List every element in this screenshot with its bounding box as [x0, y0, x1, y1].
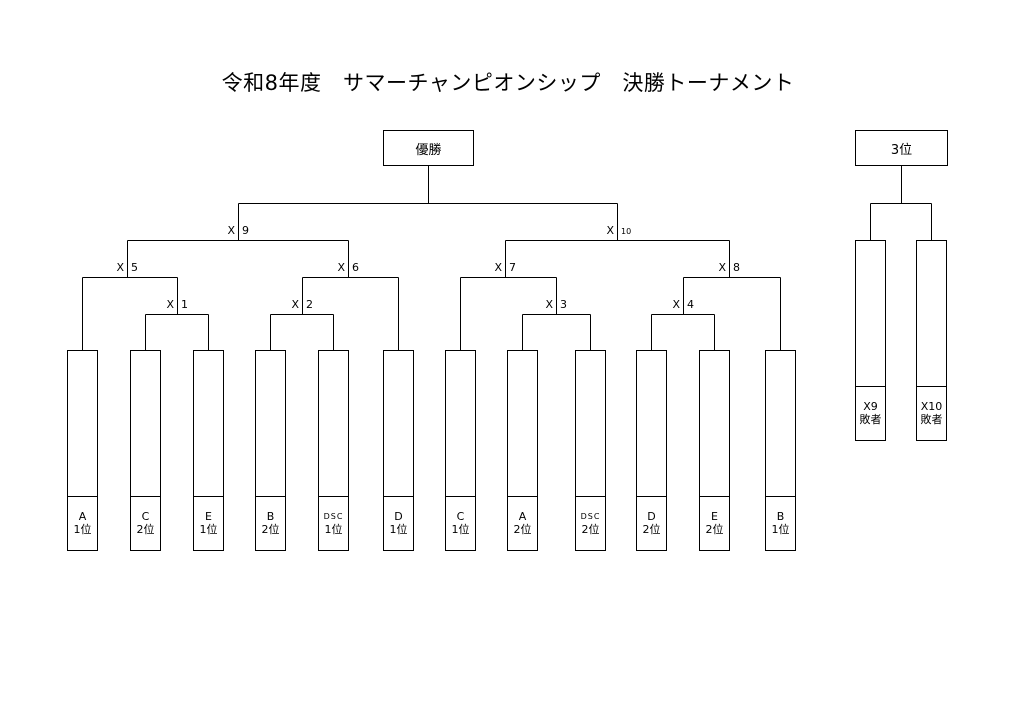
match-label-number: 7: [509, 261, 516, 274]
slot-team: B: [266, 510, 275, 523]
slot-rank: 2位: [136, 523, 155, 536]
third-place-slot: X10 敗者: [916, 240, 947, 441]
slot-team: E: [205, 510, 212, 523]
match-label-prefix: X: [672, 298, 680, 311]
slot-label: X10 敗者: [917, 386, 946, 440]
slot-team: E: [711, 510, 718, 523]
match-label-prefix: X: [116, 261, 124, 274]
slot-rank: 1位: [324, 523, 343, 536]
slot-label: X9 敗者: [856, 386, 885, 440]
slot-label: E 1位: [194, 496, 223, 550]
match-label-prefix: X: [606, 224, 614, 237]
slot-team: B: [776, 510, 785, 523]
match-label-number: 3: [560, 298, 567, 311]
match-label-number: 8: [733, 261, 740, 274]
slot-rank: 2位: [581, 523, 600, 536]
slot-team: C: [141, 510, 150, 523]
slot-label: B 1位: [766, 496, 795, 550]
match-label-prefix: X: [227, 224, 235, 237]
slot-label: C 2位: [131, 496, 160, 550]
slot-rank: 2位: [513, 523, 532, 536]
match-label-prefix: X: [337, 261, 345, 274]
slot-label: A 1位: [68, 496, 97, 550]
team-slot: D 2位: [636, 350, 667, 551]
third-place-box: 3位: [855, 130, 948, 166]
slot-match: X10: [920, 400, 943, 413]
slot-label: C 1位: [446, 496, 475, 550]
slot-rank: 1位: [451, 523, 470, 536]
match-label-number: 2: [306, 298, 313, 311]
match-label-number: 9: [242, 224, 249, 237]
slot-label: DSC 2位: [576, 496, 605, 550]
team-slot: DSC 1位: [318, 350, 349, 551]
slot-rank: 2位: [705, 523, 724, 536]
team-slot: A 2位: [507, 350, 538, 551]
slot-label: A 2位: [508, 496, 537, 550]
slot-label: D 2位: [637, 496, 666, 550]
champion-label: 優勝: [415, 142, 442, 158]
slot-match: X9: [863, 400, 878, 413]
match-label-prefix: X: [291, 298, 299, 311]
slot-team: DSC: [580, 512, 601, 521]
team-slot: E 1位: [193, 350, 224, 551]
slot-label: D 1位: [384, 496, 413, 550]
slot-team: C: [456, 510, 465, 523]
team-slot: A 1位: [67, 350, 98, 551]
team-slot: B 1位: [765, 350, 796, 551]
slot-rank: 2位: [261, 523, 280, 536]
match-label-number: 4: [687, 298, 694, 311]
slot-label: E 2位: [700, 496, 729, 550]
slot-result: 敗者: [859, 413, 882, 426]
team-slot: B 2位: [255, 350, 286, 551]
slot-rank: 1位: [771, 523, 790, 536]
page-title: 令和8年度 サマーチャンピオンシップ 決勝トーナメント: [221, 71, 795, 95]
match-label-prefix: X: [494, 261, 502, 274]
third-place-label: 3位: [890, 142, 913, 158]
team-slot: D 1位: [383, 350, 414, 551]
slot-rank: 1位: [199, 523, 218, 536]
slot-rank: 1位: [389, 523, 408, 536]
slot-team: A: [78, 510, 87, 523]
match-label-number: 10: [621, 227, 631, 236]
slot-label: B 2位: [256, 496, 285, 550]
slot-team: D: [647, 510, 656, 523]
slot-result: 敗者: [920, 413, 943, 426]
team-slot: DSC 2位: [575, 350, 606, 551]
team-slot: C 2位: [130, 350, 161, 551]
match-label-prefix: X: [545, 298, 553, 311]
match-label-number: 6: [352, 261, 359, 274]
team-slot: C 1位: [445, 350, 476, 551]
slot-rank: 2位: [642, 523, 661, 536]
match-label-number: 1: [181, 298, 188, 311]
match-label-prefix: X: [166, 298, 174, 311]
match-label-prefix: X: [718, 261, 726, 274]
slot-team: DSC: [323, 512, 344, 521]
third-place-slot: X9 敗者: [855, 240, 886, 441]
slot-team: A: [518, 510, 527, 523]
match-label-number: 5: [131, 261, 138, 274]
slot-rank: 1位: [73, 523, 92, 536]
slot-label: DSC 1位: [319, 496, 348, 550]
champion-box: 優勝: [383, 130, 474, 166]
slot-team: D: [394, 510, 403, 523]
team-slot: E 2位: [699, 350, 730, 551]
